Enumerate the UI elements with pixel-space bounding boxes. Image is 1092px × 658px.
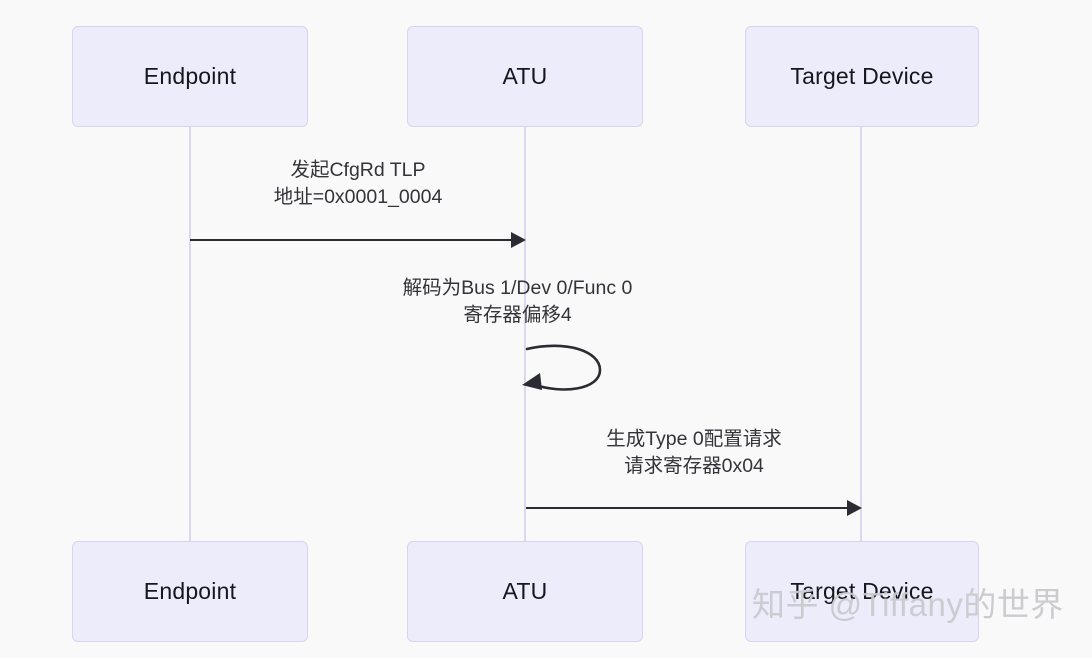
participant-box-target-bottom[interactable]: Target Device bbox=[745, 541, 979, 642]
message-label-3: 生成Type 0配置请求 请求寄存器0x04 bbox=[526, 426, 862, 480]
message-label-1-line-1: 发起CfgRd TLP bbox=[290, 159, 426, 181]
participant-label-atu-bottom: ATU bbox=[502, 578, 548, 604]
participant-box-endpoint-bottom[interactable]: Endpoint bbox=[72, 541, 308, 642]
lifeline-endpoint bbox=[189, 127, 191, 542]
lifeline-target bbox=[860, 127, 862, 542]
participant-label-endpoint-bottom: Endpoint bbox=[143, 578, 237, 604]
message-label-2-line-2: 寄存器偏移4 bbox=[463, 304, 572, 326]
participant-box-atu-top[interactable]: ATU bbox=[407, 26, 643, 127]
participant-box-atu-bottom[interactable]: ATU bbox=[407, 541, 643, 642]
participant-box-target-top[interactable]: Target Device bbox=[745, 26, 979, 127]
message-arrowhead-3 bbox=[847, 499, 862, 516]
message-label-1: 发起CfgRd TLP 地址=0x0001_0004 bbox=[190, 157, 526, 211]
message-selfloop-2 bbox=[522, 344, 602, 391]
message-label-2-line-1: 解码为Bus 1/Dev 0/Func 0 bbox=[402, 277, 633, 299]
selfloop-arrowhead bbox=[522, 373, 542, 390]
participant-label-target-bottom: Target Device bbox=[790, 578, 934, 604]
message-label-3-line-1: 生成Type 0配置请求 bbox=[606, 428, 782, 450]
participant-box-endpoint-top[interactable]: Endpoint bbox=[72, 26, 308, 127]
participant-label-endpoint-top: Endpoint bbox=[143, 63, 237, 89]
message-label-1-line-2: 地址=0x0001_0004 bbox=[273, 186, 443, 208]
message-arrowhead-1 bbox=[511, 231, 526, 248]
message-label-2: 解码为Bus 1/Dev 0/Func 0 寄存器偏移4 bbox=[360, 275, 990, 329]
message-label-3-line-2: 请求寄存器0x04 bbox=[624, 455, 764, 477]
message-line-3 bbox=[526, 507, 848, 509]
message-line-1 bbox=[190, 239, 512, 241]
lifeline-atu bbox=[524, 127, 526, 542]
participant-label-target-top: Target Device bbox=[790, 63, 934, 89]
selfloop-arc bbox=[525, 344, 602, 391]
participant-label-atu-top: ATU bbox=[502, 63, 548, 89]
